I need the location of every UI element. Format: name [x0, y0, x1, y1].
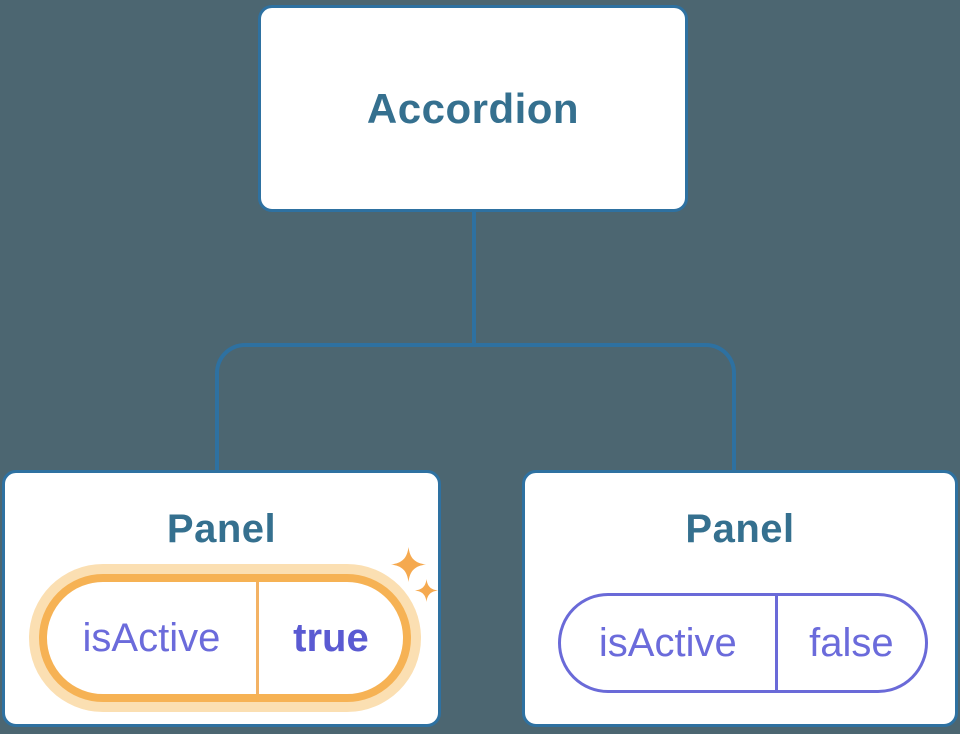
accordion-label: Accordion: [366, 84, 580, 132]
panel-node-inactive: Panel isActive false: [522, 470, 958, 727]
sparkle-icon: [391, 547, 426, 582]
prop-value: false: [809, 620, 894, 665]
panel-title: Panel: [685, 507, 795, 551]
connector-branch: [215, 343, 736, 470]
prop-value: true: [293, 615, 369, 660]
panel-node-active: Panel isActive true: [2, 470, 441, 727]
panel-title: Panel: [166, 507, 277, 551]
prop-pill-inactive: isActive false: [558, 593, 928, 693]
sparkle-icon: [415, 579, 438, 602]
accordion-node: Accordion: [258, 5, 688, 212]
prop-name: isActive: [82, 615, 221, 660]
pill-divider: [774, 596, 778, 690]
prop-name: isActive: [598, 620, 737, 665]
pill-divider: [255, 582, 259, 694]
connector-stem: [472, 210, 476, 347]
prop-pill-active: isActive true: [39, 574, 411, 702]
